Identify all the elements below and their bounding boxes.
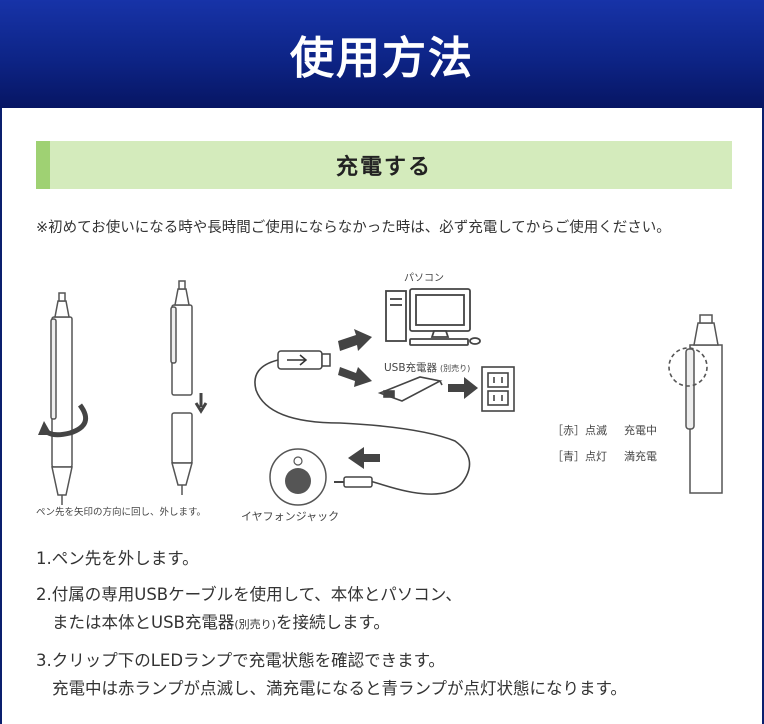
pc-label: パソコン <box>404 272 444 284</box>
step-2-text-b: を接続します。 <box>275 613 390 632</box>
step-3-line-2: 充電中は赤ランプが点滅し、満充電になると青ランプが点灯状態になります。 <box>52 679 627 698</box>
led-highlight-circle <box>668 347 708 387</box>
pen-caption: ペン先を矢印の方向に回し、外します。 <box>36 506 206 518</box>
usb-charger-icon <box>377 376 443 402</box>
step-2-line-2: または本体とUSB充電器(別売り)を接続します。 <box>36 609 627 639</box>
pen-tip-removed-drawing <box>170 280 193 495</box>
arrow-to-pc-icon <box>338 329 372 351</box>
section-accent <box>36 141 50 189</box>
led-blue-label: ［青］点灯 <box>552 450 607 463</box>
section-heading-bar: 充電する <box>36 141 732 189</box>
led-red-status: 充電中 <box>624 423 657 437</box>
arrow-to-outlet-icon <box>448 377 478 399</box>
earphone-jack-label: イヤフォンジャック <box>241 510 339 523</box>
page-title: 使用方法 <box>290 33 474 84</box>
charging-illustration: ペン先を矢印の方向に回し、外します。 パソコン USB充電器 (別売り) <box>36 272 723 523</box>
charging-note: ※初めてお使いになる時や長時間ご使用にならなかった時は、必ず充電してからご使用く… <box>36 220 671 236</box>
step-3-line-1: 3.クリップ下のLEDランプで充電状態を確認できます。 <box>36 651 445 670</box>
page-header: 使用方法 <box>0 0 764 108</box>
led-blue-status: 満充電 <box>624 449 657 463</box>
usb-connector <box>277 350 331 370</box>
step-2-line-1: 2.付属の専用USBケーブルを使用して、本体とパソコン、 <box>36 585 462 604</box>
step-1: 1.ペン先を外します。 <box>36 549 199 568</box>
down-arrow-icon <box>194 393 208 414</box>
wall-outlet-icon <box>481 366 515 412</box>
pen-led-drawing <box>685 314 723 494</box>
arrow-to-jack-icon <box>348 447 380 469</box>
arrow-to-charger-icon <box>338 367 372 387</box>
section-title: 充電する <box>335 155 432 180</box>
steps-list: 1.ペン先を外します。 2.付属の専用USBケーブルを使用して、本体とパソコン、… <box>36 545 627 703</box>
step-2-small-note: (別売り) <box>234 618 276 631</box>
step-2-text-a: または本体とUSB充電器 <box>52 613 235 632</box>
pen-tip-rotate-drawing <box>50 292 73 505</box>
usb-charger-label: USB充電器 <box>384 361 438 374</box>
usb-charger-note: (別売り) <box>440 363 470 373</box>
led-red-label: ［赤］点滅 <box>552 424 607 437</box>
pc-icon <box>385 288 481 346</box>
usb-cable <box>254 359 471 495</box>
